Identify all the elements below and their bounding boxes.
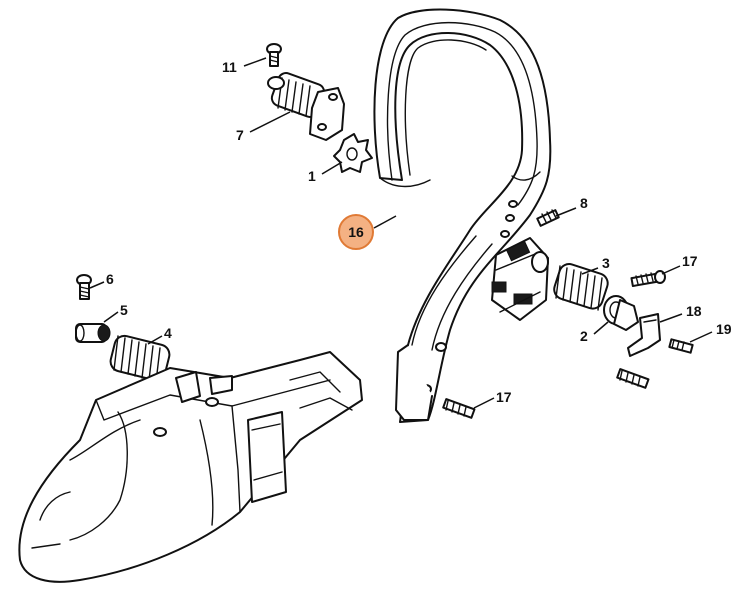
star-nut-part-1 — [333, 133, 373, 173]
callout-16-highlight[interactable]: 16 — [338, 214, 374, 250]
callout-17-upper: 17 — [682, 253, 698, 269]
callout-3: 3 — [602, 255, 610, 271]
callout-2: 2 — [580, 328, 588, 344]
buffer-cap-part-2 — [603, 295, 639, 331]
spring-mount-part-7 — [267, 72, 345, 141]
callout-5: 5 — [120, 302, 128, 318]
callout-19: 19 — [716, 321, 732, 337]
callout-4: 4 — [164, 325, 172, 341]
callout-6: 6 — [106, 271, 114, 287]
callout-11: 11 — [222, 59, 237, 75]
callout-8: 8 — [580, 195, 588, 211]
callout-16: 16 — [348, 224, 364, 240]
screw-lower-right — [616, 368, 650, 389]
spring-part-4 — [109, 334, 171, 383]
callout-17-lower: 17 — [496, 389, 512, 405]
screw-part-17-lower — [442, 398, 476, 419]
bushing-part-5 — [75, 323, 111, 343]
front-handle-bar — [373, 8, 552, 423]
callout-1: 1 — [308, 168, 316, 184]
screw-part-17-upper — [630, 270, 666, 288]
screw-part-11 — [266, 43, 282, 67]
screw-part-8 — [536, 209, 560, 227]
engine-housing — [18, 351, 363, 583]
callout-18: 18 — [686, 303, 702, 319]
leader-lines — [89, 57, 713, 409]
callout-7: 7 — [236, 127, 244, 143]
screw-part-19 — [668, 338, 694, 354]
spring-part-3 — [553, 263, 609, 311]
callouts: 11 7 1 16 8 3 17 2 18 19 17 6 5 4 — [106, 59, 732, 405]
screw-part-6 — [76, 274, 92, 300]
bracket-part-18 — [627, 313, 661, 357]
handle-mount-bracket — [491, 237, 549, 321]
